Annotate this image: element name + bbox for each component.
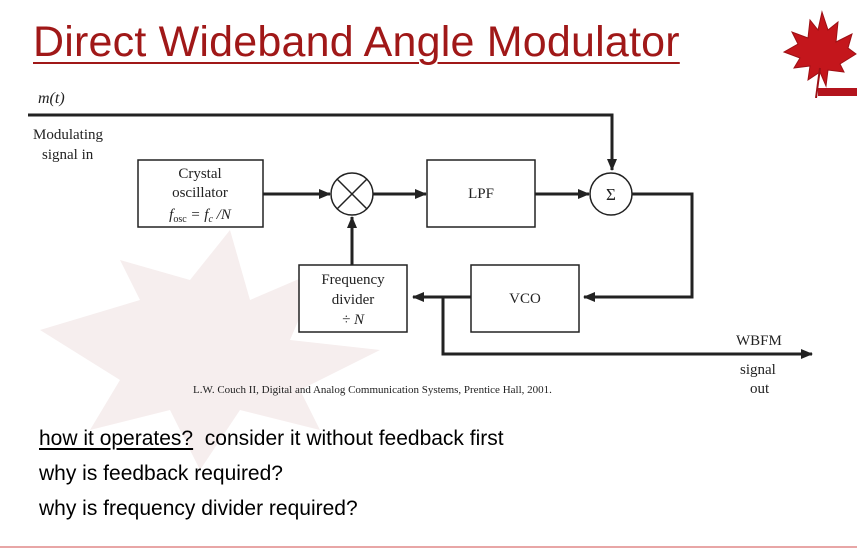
crystal-label-line3: fosc = fc /N xyxy=(169,207,232,225)
crystal-oscillator-box xyxy=(137,159,264,228)
fosc-f: f xyxy=(169,207,175,223)
frequency-divider-box xyxy=(298,264,408,333)
slide-title: Direct Wideband Angle Modulator xyxy=(33,18,680,66)
footer-rule xyxy=(0,546,857,548)
divider-label-line2: divider xyxy=(332,292,375,308)
over-n: /N xyxy=(213,207,232,223)
fc-f: = f xyxy=(187,207,211,223)
output-line xyxy=(441,297,813,359)
crystal-label-line2: oscillator xyxy=(172,185,228,201)
crystal-label-line1: Crystal xyxy=(178,166,221,182)
output-label: WBFM xyxy=(736,333,782,349)
modulating-label-line2: signal in xyxy=(42,147,94,163)
question-1-underlined: how it operates? xyxy=(39,427,194,450)
brand-bar xyxy=(818,88,857,96)
modulating-label-line1: Modulating xyxy=(33,127,103,143)
fc-sub: c xyxy=(208,214,213,225)
question-1: how it operates? consider it without fee… xyxy=(39,424,504,459)
input-line xyxy=(28,113,617,171)
input-label: m(t) xyxy=(38,90,65,107)
maple-leaf-logo xyxy=(782,10,857,98)
citation: L.W. Couch II, Digital and Analog Commun… xyxy=(193,384,552,396)
question-1-rest: consider it without feedback first xyxy=(193,427,504,450)
sum-to-vco-line xyxy=(583,192,694,302)
divider-label-line1: Frequency xyxy=(321,272,385,288)
fosc-sub: osc xyxy=(173,214,187,225)
mixer-icon xyxy=(330,172,374,216)
lpf-label: LPF xyxy=(468,186,494,202)
output-sub2: out xyxy=(750,381,770,397)
block-diagram: m(t) Modulating signal in Crystal oscill… xyxy=(28,90,813,397)
summer-symbol: Σ xyxy=(606,185,616,204)
vco-label: VCO xyxy=(509,291,541,307)
question-3: why is frequency divider required? xyxy=(39,497,358,520)
output-sub1: signal xyxy=(740,362,776,378)
divider-label-line3: ÷ N xyxy=(342,312,365,328)
question-2: why is feedback required? xyxy=(39,462,283,485)
question-list: how it operates? consider it without fee… xyxy=(39,424,504,529)
